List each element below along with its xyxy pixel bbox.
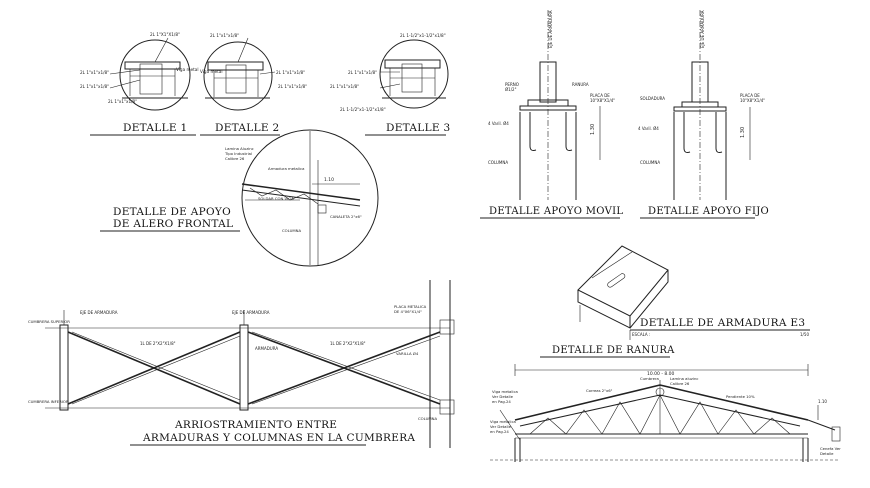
- alero-title-1: DETALLE DE APOYO: [113, 206, 231, 218]
- apoyo-movil-placa-dim: 10"X8"X1/4": [590, 98, 615, 103]
- detalle-armadura-e3: DETALLE DE ARMADURA E3 ESCALA : 1/50 10.…: [490, 317, 841, 462]
- detalle-3: 2L 1-1/2"x1-1/2"x1/8" 2L 1"x1"x1/8" 2L 1…: [330, 33, 450, 136]
- apoyo-fijo-dim: 1.30: [740, 127, 746, 138]
- e3-note-viga-2: Ver Detalle: [492, 394, 514, 399]
- apoyo-fijo-varilla: 4 Varil. Ø4: [638, 126, 659, 131]
- apoyo-movil-columna: COLUMNA: [488, 160, 508, 165]
- alero-dim: 1.10: [324, 177, 334, 183]
- apoyo-fijo-placa-dim: 10"X8"X1/4": [740, 98, 765, 103]
- e3-note-cenefa-1: Cenefa Ver: [820, 446, 841, 451]
- armadura-e3-title: DETALLE DE ARMADURA E3: [640, 317, 805, 329]
- detalle-3-title: DETALLE 3: [386, 122, 450, 134]
- detalle-apoyo-fijo: EJE DE ARMADURA 1.30 SOLDADURA PLACA DE …: [638, 10, 769, 219]
- ranura-title: DETALLE DE RANURA: [552, 345, 675, 356]
- apoyo-movil-ranura: RANURA: [572, 82, 589, 87]
- apoyo-fijo-eje: EJE DE ARMADURA: [700, 10, 705, 48]
- apoyo-movil-title: DETALLE APOYO MOVIL: [489, 206, 623, 217]
- armadura-e3-span: 10.00 - 8.00: [647, 371, 675, 377]
- d3-label-d: 2L 1-1/2"x1-1/2"x1/8": [340, 107, 386, 112]
- arriostramiento-title-1: ARRIOSTRAMIENTO ENTRE: [174, 419, 337, 431]
- detalle-1-title: DETALLE 1: [123, 122, 187, 134]
- d3-label-b: 2L 1"x1"x1/8": [348, 70, 377, 75]
- apoyo-fijo-soldadura: SOLDADURA: [640, 96, 665, 101]
- e3-note-cumbrera: Cumbrera: [640, 376, 659, 381]
- arr-eje-1: EJE DE ARMADURA: [80, 310, 118, 315]
- arr-diag-1: 1L DE 2"X2"X1/8": [140, 341, 176, 346]
- e3-note-viga-3: en Pag.24: [492, 399, 511, 404]
- armadura-e3-escala-val: 1/50: [800, 332, 809, 337]
- d2-label-b: 2L 1"x1"x1/8": [276, 70, 305, 75]
- d3-label-c: 2L 1"x1"x1/8": [330, 84, 359, 89]
- alero-note-2: Tipo Industrial: [224, 151, 252, 156]
- d1-label-c: 2L 1"x1"x1/8": [80, 84, 109, 89]
- detalle-alero-frontal: 1.10 Lamina Aluzinc Tipo Industrial Cali…: [100, 129, 379, 267]
- arr-placa-dim: DE 4"X6"X1/4": [394, 309, 422, 314]
- d1-label-b: 2L 1"x1"x1/8": [80, 70, 109, 75]
- e3-note-viga-4: Viga metalica: [490, 419, 516, 424]
- apoyo-movil-perno-dim: Ø1/2": [505, 87, 517, 92]
- arr-columna: COLUMNA: [418, 416, 437, 421]
- apoyo-movil-perno: PERNO: [505, 82, 519, 87]
- apoyo-movil-eje: EJE DE ARMADURA: [548, 10, 553, 48]
- e3-note-viga-1: Viga metalica: [492, 389, 518, 394]
- armadura-e3-escala: ESCALA :: [632, 332, 650, 337]
- d2-label-c: 2L 1"x1"x1/8": [278, 84, 307, 89]
- apoyo-movil-varilla: 4 Varil. Ø4: [488, 121, 509, 126]
- e3-note-viga-6: en Pag.24: [490, 429, 509, 434]
- apoyo-fijo-columna: COLUMNA: [640, 160, 660, 165]
- e3-note-calibre: Calibre 26: [670, 381, 690, 386]
- arr-placa: PLACA METALICA: [394, 304, 427, 309]
- alero-note-1: Lamina Aluzinc: [225, 146, 254, 151]
- alero-title-2: DE ALERO FRONTAL: [113, 218, 233, 230]
- alero-note-4: Armadura metalica: [268, 166, 304, 171]
- detalle-2: 2L 1"x1"x1/8" 2L 1"x1"x1/8" 2L 1"x1"x1/8…: [200, 33, 307, 136]
- apoyo-fijo-title: DETALLE APOYO FIJO: [648, 206, 769, 217]
- d1-label-a: 2L 1"X1"X1/8": [150, 32, 180, 37]
- detalle-2-title: DETALLE 2: [215, 122, 279, 134]
- e3-note-pendiente: Pendiente 10%: [726, 394, 755, 399]
- d1-label-e: Viga metal: [176, 67, 199, 72]
- arr-cumbrera-inf: CUMBRERA INFERIOR: [28, 399, 69, 404]
- arriostramiento-title-2: ARMADURAS Y COLUMNAS EN LA CUMBRERA: [142, 432, 415, 444]
- d1-label-d: 2L 1"x1"x1/8": [108, 99, 137, 104]
- arr-armadura: ARMADURA: [255, 346, 278, 351]
- detalle-apoyo-movil: EJE DE ARMADURA 1.30 PERNO Ø1/2" RANURA …: [480, 10, 623, 219]
- alero-soldar: SOLDAR CON VIGA: [258, 196, 294, 201]
- apoyo-fijo-placa: PLACA DE: [740, 93, 760, 98]
- d3-label-a: 2L 1-1/2"x1-1/2"x1/8": [400, 33, 446, 38]
- arr-eje-2: EJE DE ARMADURA: [232, 310, 270, 315]
- alero-columna: COLUMNA: [282, 228, 301, 233]
- detalle-1: 2L 1"X1"X1/8" 2L 1"x1"x1/8" 2L 1"x1"x1/8…: [80, 32, 199, 136]
- detalle-ranura: DETALLE DE RANURA: [540, 245, 675, 358]
- d2-label-a: 2L 1"x1"x1/8": [210, 33, 239, 38]
- e3-note-lamina: Lamina aluzinc: [670, 376, 698, 381]
- apoyo-movil-dim: 1.30: [590, 124, 596, 135]
- d2-label-d: Viga metal: [200, 69, 223, 74]
- e3-note-correas: Correas 2"x6": [586, 388, 613, 393]
- arriostramiento-cumbrera: CUMBRERA SUPERIOR CUMBRERA INFERIOR EJE …: [28, 280, 455, 448]
- e3-note-cenefa-2: Detalle: [820, 451, 834, 456]
- arr-varilla: VARILLA Ø4: [396, 351, 419, 356]
- arr-diag-2: 1L DE 2"X2"X1/8": [330, 341, 366, 346]
- apoyo-movil-placa: PLACA DE: [590, 93, 610, 98]
- e3-note-viga-5: Ver Detalle: [490, 424, 512, 429]
- alero-canaleta: CANALETA 2"x6": [330, 214, 362, 219]
- armadura-e3-dim: 1.10: [818, 399, 827, 404]
- arr-cumbrera-sup: CUMBRERA SUPERIOR: [28, 319, 70, 324]
- alero-note-3: Calibre 26: [225, 156, 245, 161]
